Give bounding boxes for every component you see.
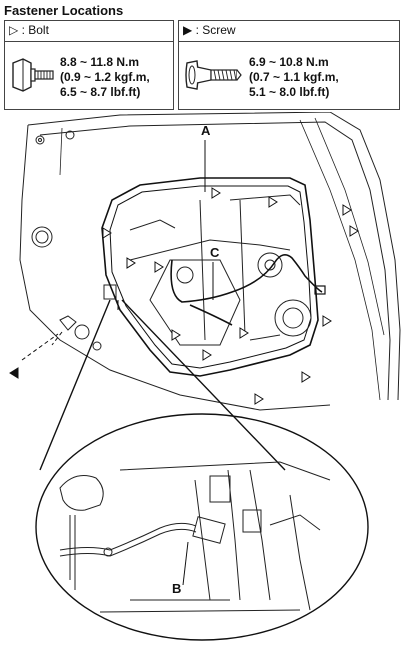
- screw-icon: [185, 60, 242, 90]
- door-inner-panel: [19, 112, 401, 411]
- legend-divider: [179, 41, 399, 42]
- page-title: Fastener Locations: [4, 3, 124, 18]
- screw-spec-kgfm: (0.7 ~ 1.1 kgf.m,: [249, 70, 339, 84]
- callout-a: A: [201, 123, 211, 138]
- detail-magnifier: [35, 299, 369, 641]
- screw-legend-box: ▶ : Screw 6.9 ~ 10.8 N.m (0.7 ~ 1.1 kgf.…: [178, 20, 400, 110]
- bolt-legend-label: ▷ : Bolt: [9, 23, 49, 37]
- bolt-legend-box: ▷ : Bolt 8.8 ~ 11.8 N.m (0.9 ~ 1.2 kgf.m…: [4, 20, 174, 110]
- door-module-panel: [101, 177, 319, 377]
- legend-divider: [5, 41, 173, 42]
- bolt-spec-nm: 8.8 ~ 11.8 N.m: [60, 55, 140, 69]
- leader-lines: [21, 140, 214, 586]
- bolt-torque-spec: 8.8 ~ 11.8 N.m (0.9 ~ 1.2 kgf.m, 6.5 ~ 8…: [60, 55, 150, 100]
- screw-spec-lbfft: 5.1 ~ 8.0 lbf.ft): [249, 85, 330, 99]
- screw-markers: [9, 367, 19, 379]
- door-module-diagram: [9, 112, 401, 641]
- screw-legend-label: ▶ : Screw: [183, 23, 236, 37]
- bolt-icon: [12, 58, 54, 92]
- wiring-harness: [170, 254, 326, 326]
- callout-c: C: [210, 245, 220, 260]
- bolt-spec-lbfft: 6.5 ~ 8.7 lbf.ft): [60, 85, 141, 99]
- screw-spec-nm: 6.9 ~ 10.8 N.m: [249, 55, 329, 69]
- screw-torque-spec: 6.9 ~ 10.8 N.m (0.7 ~ 1.1 kgf.m, 5.1 ~ 8…: [249, 55, 339, 100]
- regulator-mechanism: [129, 194, 312, 346]
- callout-b: B: [172, 581, 182, 596]
- bolt-markers: [102, 187, 359, 405]
- bolt-spec-kgfm: (0.9 ~ 1.2 kgf.m,: [60, 70, 150, 84]
- detail-contents: [59, 461, 331, 613]
